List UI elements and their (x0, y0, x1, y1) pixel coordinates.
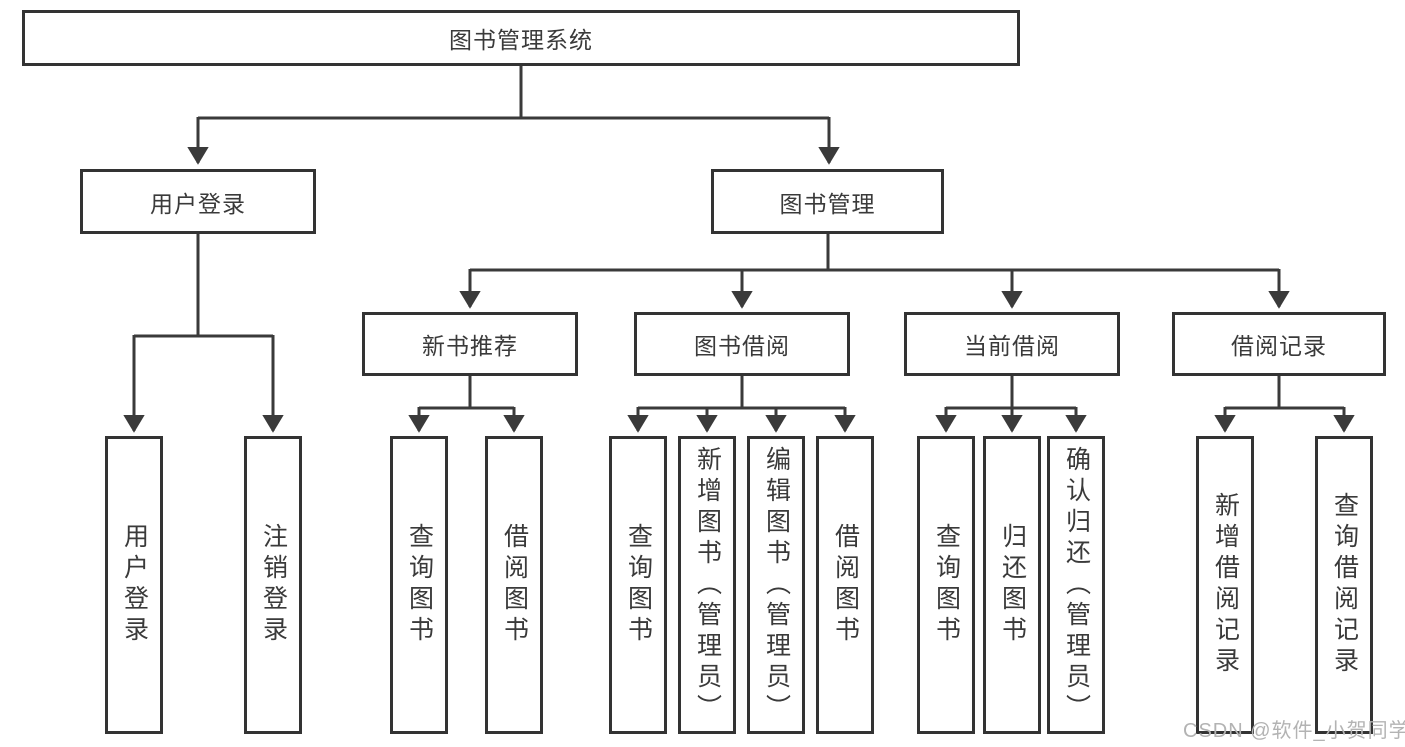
leaf-label: 新增图书（管理员） (693, 445, 722, 725)
leaf-label: 确认归还（管理员） (1062, 445, 1091, 725)
leaf-confirm-return-admin: 确认归还（管理员） (1047, 436, 1105, 734)
leaf-query-borrow-record: 查询借阅记录 (1315, 436, 1373, 734)
node-root-system: 图书管理系统 (22, 10, 1020, 66)
leaf-label: 归还图书 (998, 523, 1027, 647)
leaf-logout: 注销登录 (244, 436, 302, 734)
node-new-book-recommend: 新书推荐 (362, 312, 578, 376)
leaf-label: 查询图书 (932, 523, 961, 647)
leaf-user-login: 用户登录 (105, 436, 163, 734)
node-current-borrow: 当前借阅 (904, 312, 1120, 376)
leaf-query-books-current: 查询图书 (917, 436, 975, 734)
leaf-label: 注销登录 (259, 523, 288, 647)
leaf-query-books-borrow: 查询图书 (609, 436, 667, 734)
leaf-label: 查询借阅记录 (1330, 492, 1359, 678)
leaf-return-books: 归还图书 (983, 436, 1041, 734)
leaf-query-books-recommend: 查询图书 (390, 436, 448, 734)
leaf-add-borrow-record: 新增借阅记录 (1196, 436, 1254, 734)
leaf-add-books-admin: 新增图书（管理员） (678, 436, 736, 734)
leaf-label: 借阅图书 (831, 523, 860, 647)
leaf-edit-books-admin: 编辑图书（管理员） (747, 436, 805, 734)
leaf-label: 用户登录 (120, 523, 149, 647)
leaf-label: 查询图书 (624, 523, 653, 647)
leaf-label: 新增借阅记录 (1211, 492, 1240, 678)
node-borrow-record: 借阅记录 (1172, 312, 1386, 376)
node-user-login: 用户登录 (80, 169, 316, 234)
leaf-borrow-books: 借阅图书 (816, 436, 874, 734)
leaf-label: 编辑图书（管理员） (762, 445, 791, 725)
leaf-label: 借阅图书 (500, 523, 529, 647)
leaf-borrow-books-recommend: 借阅图书 (485, 436, 543, 734)
node-book-borrow: 图书借阅 (634, 312, 850, 376)
leaf-label: 查询图书 (405, 523, 434, 647)
csdn-watermark: CSDN @软件_小贺同学 (1183, 720, 1405, 742)
node-book-management: 图书管理 (711, 169, 944, 234)
